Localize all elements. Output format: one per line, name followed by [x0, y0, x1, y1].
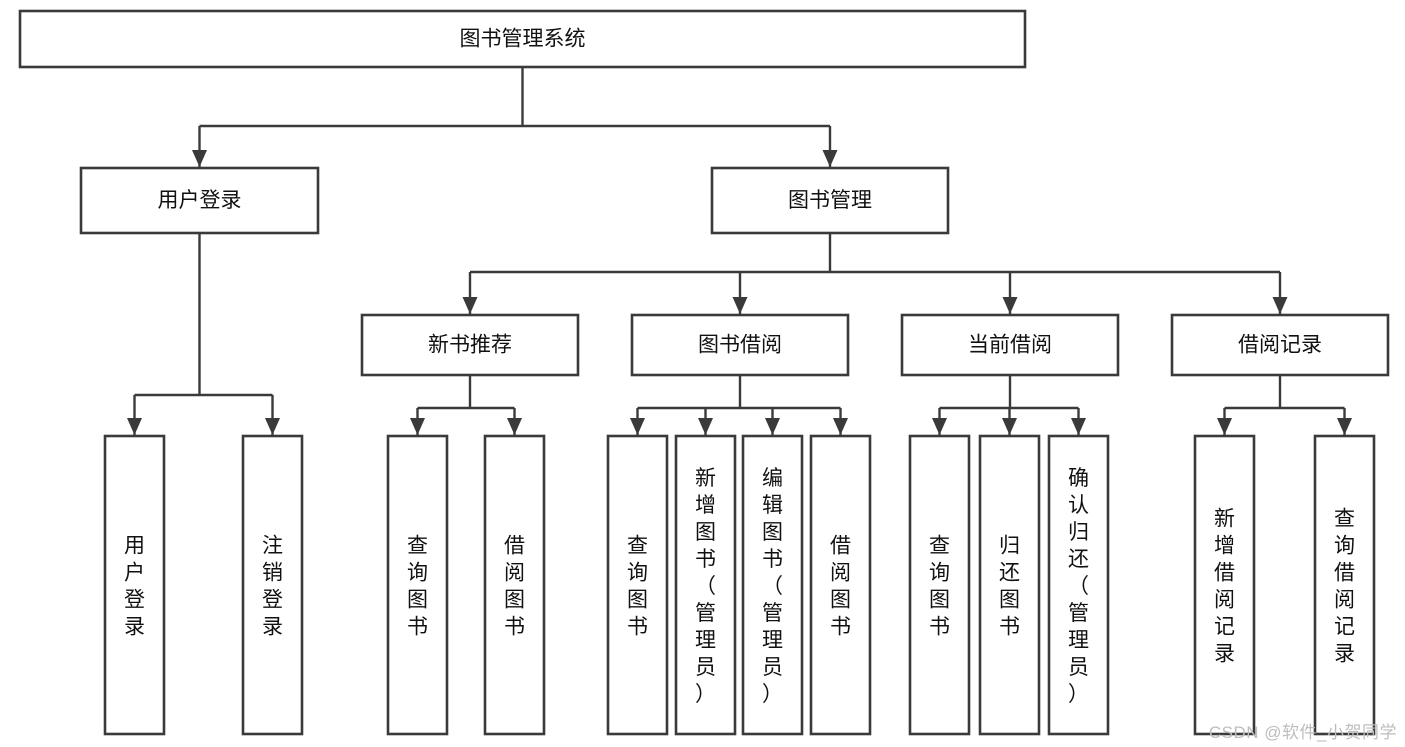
node-box[interactable] — [18, 9, 1027, 69]
node-label: 借阅图书 — [830, 535, 851, 639]
node-leaf-add-book[interactable]: 新增图书（管理员） — [674, 434, 737, 736]
node-leaf-user-login[interactable]: 用户登录 — [103, 434, 166, 736]
arrow-head — [1071, 418, 1086, 435]
node-box[interactable] — [809, 434, 872, 736]
node-label: 编辑图书（管理员） — [762, 467, 783, 706]
watermark: CSDN @软件_小贺同学 — [1208, 723, 1397, 742]
node-book-manage[interactable]: 图书管理 — [710, 166, 950, 235]
node-layer: 图书管理系统用户登录图书管理新书推荐图书借阅当前借阅借阅记录用户登录注销登录查询… — [18, 9, 1390, 736]
node-box[interactable] — [606, 434, 669, 736]
node-leaf-confirm-return[interactable]: 确认归还（管理员） — [1047, 434, 1110, 736]
node-label: 图书借阅 — [698, 334, 782, 357]
node-box[interactable] — [630, 313, 850, 377]
arrow-head — [630, 418, 645, 435]
node-box[interactable] — [360, 313, 580, 377]
node-leaf-query-record[interactable]: 查询借阅记录 — [1313, 434, 1376, 736]
node-new-book-rec[interactable]: 新书推荐 — [360, 313, 580, 377]
node-label: 查询借阅记录 — [1334, 508, 1355, 666]
arrow-head — [265, 418, 280, 435]
node-box[interactable] — [1170, 313, 1390, 377]
node-book-borrow[interactable]: 图书借阅 — [630, 313, 850, 377]
node-label: 新书推荐 — [428, 334, 512, 357]
arrow-head — [765, 418, 780, 435]
node-label: 查询图书 — [407, 535, 428, 639]
node-box[interactable] — [674, 434, 737, 736]
node-label: 图书管理 — [788, 189, 872, 212]
node-leaf-query-book-cur[interactable]: 查询图书 — [908, 434, 971, 736]
node-leaf-borrow-book-rec[interactable]: 借阅图书 — [483, 434, 546, 736]
node-current-borrow[interactable]: 当前借阅 — [900, 313, 1120, 377]
node-label: 当前借阅 — [968, 334, 1052, 357]
node-leaf-query-book-rec[interactable]: 查询图书 — [386, 434, 449, 736]
node-leaf-return-book[interactable]: 归还图书 — [978, 434, 1041, 736]
node-label: 图书管理系统 — [460, 28, 586, 51]
arrow-head — [1272, 297, 1288, 314]
node-label: 查询图书 — [929, 535, 950, 639]
arrow-head — [1337, 418, 1352, 435]
node-borrow-record[interactable]: 借阅记录 — [1170, 313, 1390, 377]
node-label: 新增借阅记录 — [1214, 508, 1235, 666]
node-label: 注销登录 — [262, 535, 283, 639]
node-box[interactable] — [978, 434, 1041, 736]
arrow-head — [1002, 297, 1018, 314]
arrow-head — [833, 418, 848, 435]
node-label: 查询图书 — [627, 535, 648, 639]
node-box[interactable] — [103, 434, 166, 736]
node-box[interactable] — [741, 434, 804, 736]
node-user-login[interactable]: 用户登录 — [79, 166, 320, 235]
node-box[interactable] — [1313, 434, 1376, 736]
node-root[interactable]: 图书管理系统 — [18, 9, 1027, 69]
node-box[interactable] — [908, 434, 971, 736]
node-leaf-query-book[interactable]: 查询图书 — [606, 434, 669, 736]
node-label: 借阅图书 — [504, 535, 525, 639]
node-box[interactable] — [900, 313, 1120, 377]
node-box[interactable] — [241, 434, 304, 736]
node-box[interactable] — [1047, 434, 1110, 736]
arrow-head — [1002, 418, 1017, 435]
node-box[interactable] — [710, 166, 950, 235]
node-leaf-borrow-book[interactable]: 借阅图书 — [809, 434, 872, 736]
arrow-head — [410, 418, 425, 435]
arrow-head — [192, 150, 207, 167]
node-label: 新增图书（管理员） — [695, 467, 716, 706]
node-box[interactable] — [483, 434, 546, 736]
node-box[interactable] — [1193, 434, 1256, 736]
arrow-head — [1217, 418, 1232, 435]
arrow-head — [732, 297, 748, 314]
arrow-head — [822, 150, 838, 167]
connector-layer — [127, 67, 1352, 435]
node-label: 确认归还（管理员） — [1068, 467, 1089, 706]
node-box[interactable] — [79, 166, 320, 235]
node-leaf-add-record[interactable]: 新增借阅记录 — [1193, 434, 1256, 736]
arrow-head — [698, 418, 713, 435]
node-label: 借阅记录 — [1238, 334, 1322, 357]
node-label: 归还图书 — [999, 535, 1020, 639]
arrow-head — [462, 297, 478, 314]
node-box[interactable] — [386, 434, 449, 736]
arrow-head — [932, 418, 947, 435]
node-label: 用户登录 — [124, 535, 145, 639]
node-leaf-edit-book[interactable]: 编辑图书（管理员） — [741, 434, 804, 736]
arrow-head — [507, 418, 522, 435]
arrow-head — [127, 418, 142, 435]
node-label: 用户登录 — [158, 189, 242, 212]
node-leaf-logout[interactable]: 注销登录 — [241, 434, 304, 736]
